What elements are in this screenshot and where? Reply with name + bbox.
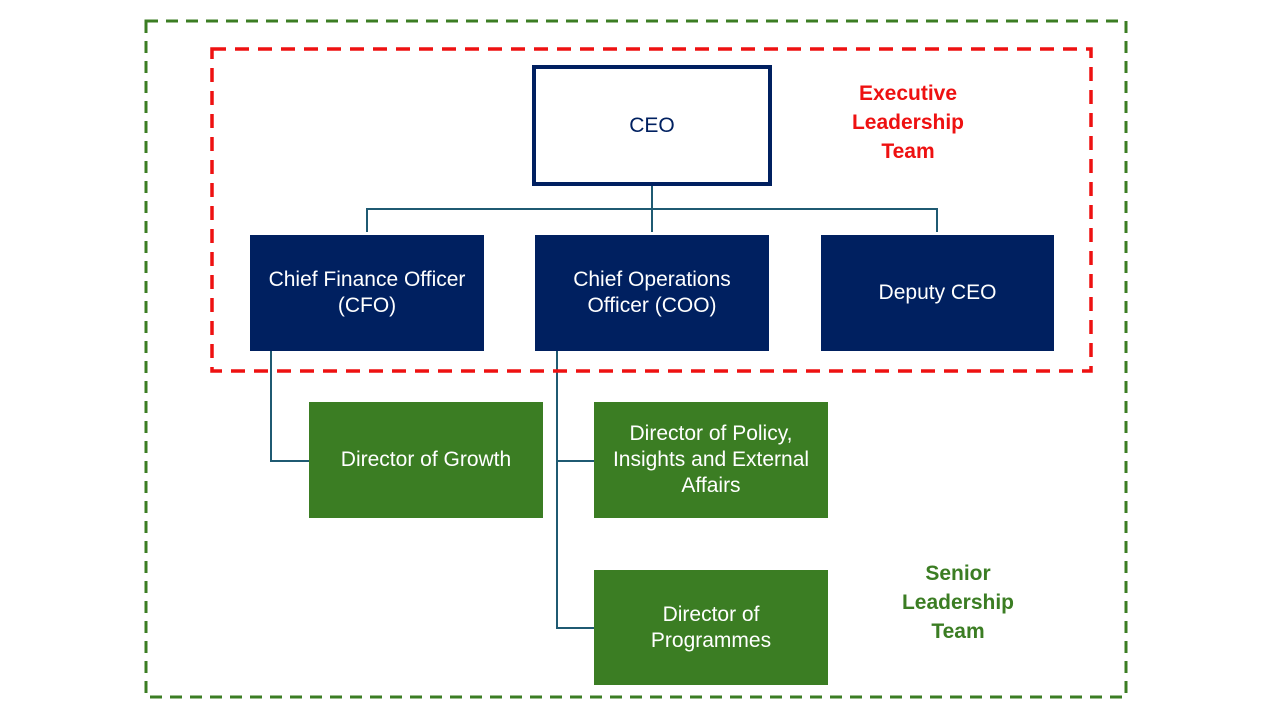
director-growth-label: Director of Growth: [340, 448, 512, 471]
director-policy-label-3: Affairs: [681, 474, 741, 497]
senior-leadership-frame: [144, 19, 1128, 699]
director-policy-label-1: Director of Policy,: [629, 422, 793, 445]
director-policy-box: Director of Policy, Insights and External…: [594, 402, 828, 518]
coo-label-1: Chief Operations: [573, 268, 731, 291]
ceo-label: CEO: [629, 113, 675, 137]
executive-leadership-frame: [210, 47, 1093, 373]
director-programmes-label-1: Director of: [662, 602, 760, 626]
director-programmes-label-2: Programmes: [650, 628, 772, 652]
director-policy-label-2: Insights and External: [612, 448, 810, 471]
executive-leadership-label: Executive Leadership Team: [828, 79, 988, 166]
director-growth-box: Director of Growth: [309, 402, 543, 518]
senior-leadership-label: Senior Leadership Team: [878, 559, 1038, 646]
connector-horizontal: [366, 208, 938, 232]
coo-label-2: Officer (COO): [587, 294, 717, 317]
executive-label-1: Executive: [858, 82, 958, 105]
cfo-label-1: Chief Finance Officer: [268, 268, 466, 291]
senior-label-2: Leadership: [901, 591, 1015, 614]
cfo-label-2: (CFO): [337, 294, 397, 317]
deputy-ceo-box: Deputy CEO: [821, 235, 1054, 351]
senior-label-3: Team: [931, 620, 985, 643]
executive-label-2: Leadership: [851, 111, 965, 134]
deputy-ceo-label: Deputy CEO: [878, 281, 997, 304]
executive-label-3: Team: [881, 140, 935, 163]
senior-label-1: Senior: [925, 562, 991, 585]
connector-cfo-growth: [270, 351, 309, 462]
connector-coo-policy: [556, 351, 594, 629]
cfo-box: Chief Finance Officer (CFO): [250, 235, 484, 351]
ceo-box: CEO: [532, 65, 772, 186]
